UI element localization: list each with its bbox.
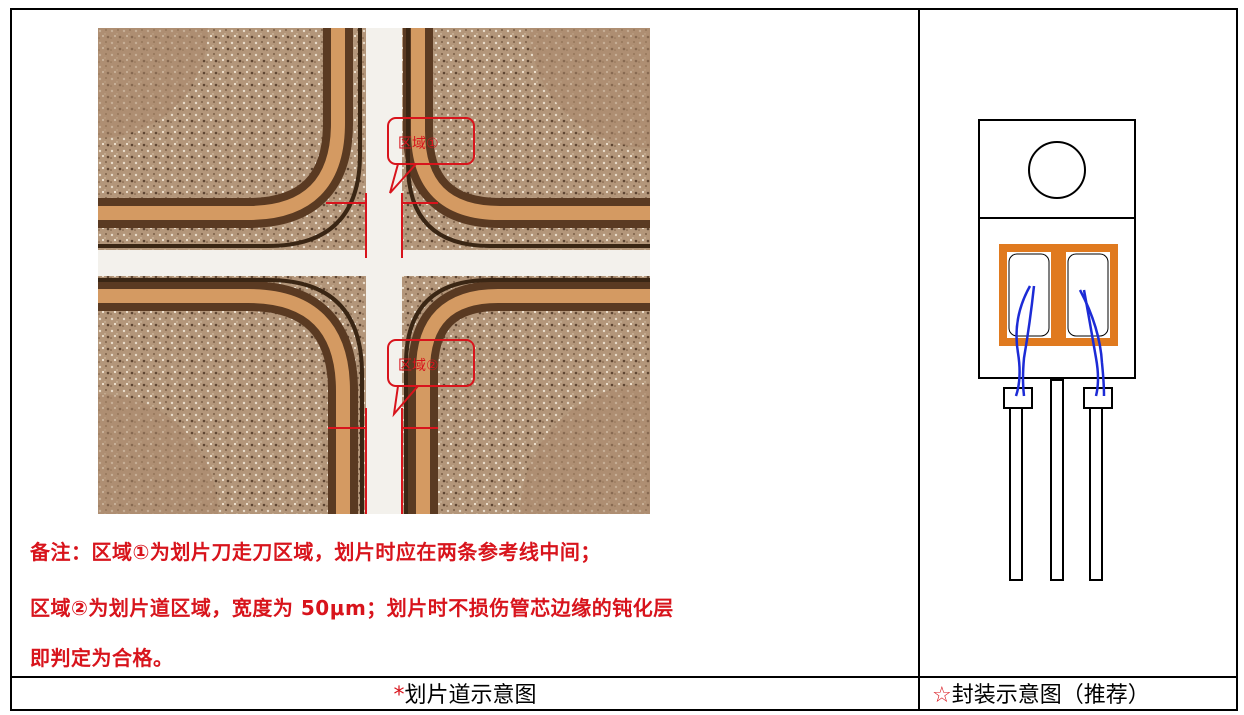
row-divider [12, 676, 1236, 678]
column-divider [918, 10, 920, 709]
scribe-lane-micrograph: 区域① 区域② [98, 28, 650, 514]
scribe-lane-caption: *划片道示意图 [12, 680, 918, 712]
note-line-3: 即判定为合格。 [30, 646, 174, 670]
asterisk-mark: * [393, 683, 405, 708]
note-line-1: 备注：区域①为划片刀走刀区域，划片时应在两条参考线中间； [30, 540, 601, 564]
package-diagram [978, 119, 1136, 581]
layout-table: 区域① 区域② 备注：区域①为划片刀走刀区域，划片时应在两条参考线中间； 区域②… [10, 8, 1238, 711]
star-icon: ☆ [932, 683, 952, 708]
note-line-2: 区域②为划片道区域，宽度为 50μm；划片时不损伤管芯边缘的钝化层 [30, 596, 674, 620]
package-caption-text: 封装示意图（推荐） [951, 683, 1150, 708]
package-caption: ☆封装示意图（推荐） [932, 680, 1232, 712]
region1-label: 区域① [398, 136, 439, 152]
region2-label: 区域② [398, 358, 439, 374]
scribe-lane-caption-text: 划片道示意图 [404, 683, 537, 708]
